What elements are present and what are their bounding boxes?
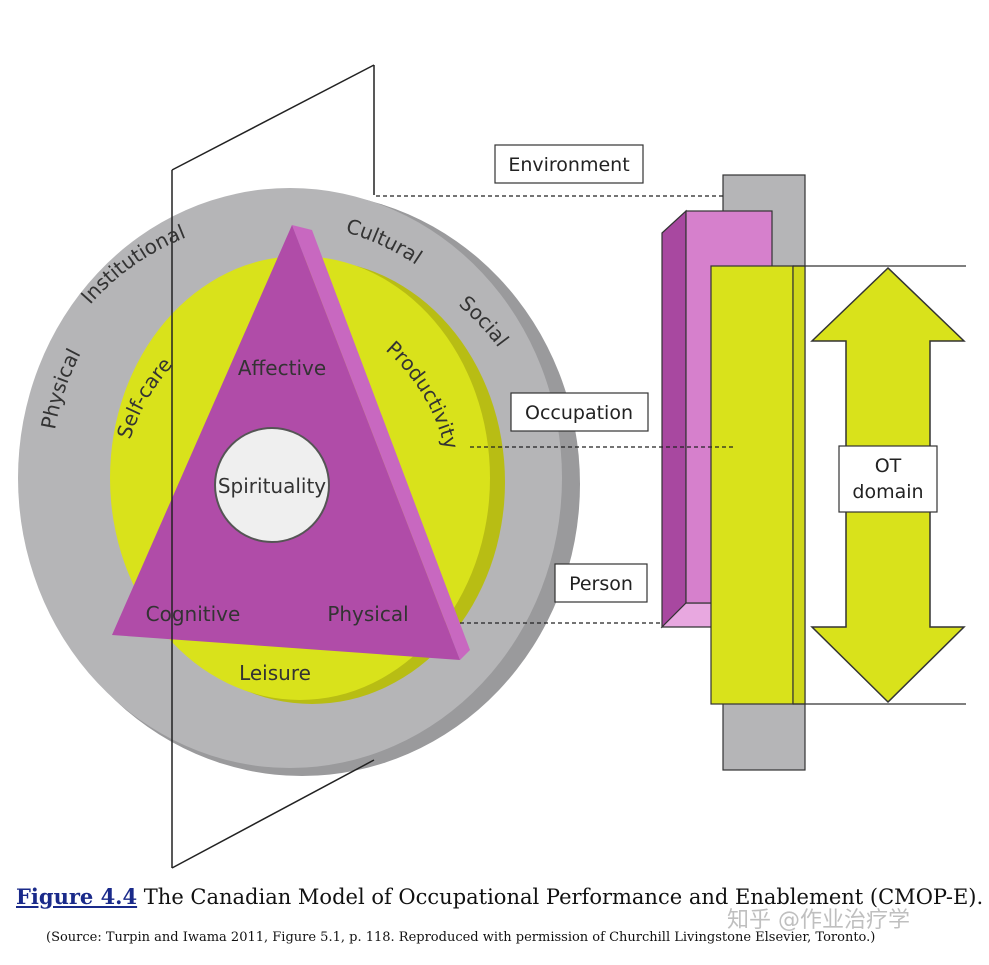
label-leisure: Leisure xyxy=(239,661,311,685)
figure-title: The Canadian Model of Occupational Perfo… xyxy=(137,885,984,909)
environment-box-label: Environment xyxy=(508,154,629,176)
watermark: 知乎 @作业治疗学 xyxy=(727,908,910,933)
occupation-slab-edge xyxy=(792,265,806,705)
ot-domain-box-label-line1: OT xyxy=(875,455,902,477)
person-slab-side xyxy=(661,209,687,629)
ot-domain-box-label-line2: domain xyxy=(852,481,923,503)
label-affective: Affective xyxy=(238,356,326,380)
figure-reference-link[interactable]: Figure 4.4 xyxy=(16,884,138,909)
plane-edge-upper xyxy=(171,64,375,171)
person-triangle-side xyxy=(292,225,470,660)
person-box xyxy=(554,563,648,603)
label-cognitive: Cognitive xyxy=(146,602,241,626)
occupation-box xyxy=(510,392,649,432)
figure-caption: Figure 4.4 The Canadian Model of Occupat… xyxy=(16,884,983,909)
plane-edge-lower xyxy=(171,759,375,869)
ot-domain-box xyxy=(838,445,938,513)
person-box-label: Person xyxy=(569,573,633,595)
occupation-slab xyxy=(710,265,794,705)
figure-source-note: (Source: Turpin and Iwama 2011, Figure 5… xyxy=(46,930,876,945)
environment-box xyxy=(494,144,644,184)
cmop-e-diagram: Institutional Cultural Social Physical S… xyxy=(18,64,966,869)
label-physical-person: Physical xyxy=(327,602,408,626)
occupation-box-label: Occupation xyxy=(525,402,633,424)
spirituality-circle xyxy=(214,427,330,543)
label-spirituality: Spirituality xyxy=(218,474,326,498)
